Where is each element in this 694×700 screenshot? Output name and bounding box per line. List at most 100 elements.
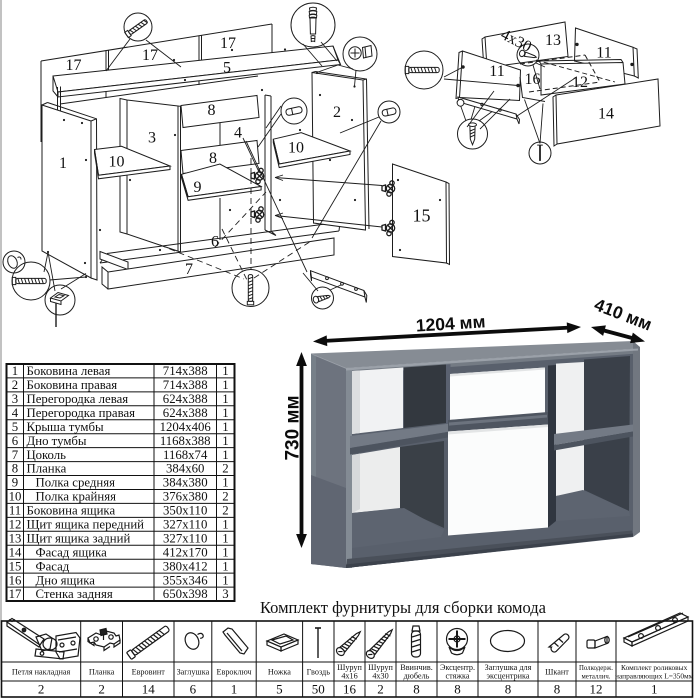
svg-text:Стенка задняя: Стенка задняя xyxy=(36,587,113,601)
svg-text:12: 12 xyxy=(572,74,588,91)
svg-text:Щит ящика передний: Щит ящика передний xyxy=(27,518,145,532)
svg-text:1: 1 xyxy=(222,364,228,378)
svg-text:1: 1 xyxy=(222,573,228,587)
svg-text:7: 7 xyxy=(185,261,193,278)
svg-text:384x60: 384x60 xyxy=(166,462,204,476)
svg-text:Цоколь: Цоколь xyxy=(27,448,67,462)
svg-text:3: 3 xyxy=(12,392,18,406)
svg-text:Комплект роликовых: Комплект роликовых xyxy=(621,663,688,672)
svg-text:1: 1 xyxy=(222,531,228,545)
svg-text:Крыша тумбы: Крыша тумбы xyxy=(27,420,105,434)
svg-text:8: 8 xyxy=(454,682,461,697)
svg-text:1: 1 xyxy=(222,392,228,406)
svg-text:1: 1 xyxy=(222,420,228,434)
svg-text:Эксцентр.: Эксцентр. xyxy=(440,663,475,672)
svg-text:1: 1 xyxy=(222,476,228,490)
svg-text:5: 5 xyxy=(276,682,283,697)
svg-text:2: 2 xyxy=(98,682,105,697)
svg-text:4х30: 4х30 xyxy=(372,672,388,681)
svg-text:1: 1 xyxy=(59,155,67,172)
svg-text:1204x406: 1204x406 xyxy=(160,420,212,434)
svg-text:Ввинчив.: Ввинчив. xyxy=(400,663,433,672)
svg-text:2: 2 xyxy=(12,378,18,392)
svg-text:1: 1 xyxy=(222,559,228,573)
svg-text:Полкодерж.: Полкодерж. xyxy=(579,665,613,672)
svg-text:Планка: Планка xyxy=(89,668,115,677)
svg-text:1: 1 xyxy=(651,682,658,697)
svg-text:7: 7 xyxy=(12,448,19,462)
svg-text:Полка крайняя: Полка крайняя xyxy=(36,490,117,504)
svg-text:2: 2 xyxy=(377,682,384,697)
svg-text:Заглушка: Заглушка xyxy=(177,668,210,677)
svg-text:3: 3 xyxy=(222,587,228,601)
svg-text:2: 2 xyxy=(222,462,228,476)
svg-text:Заглушка для: Заглушка для xyxy=(485,663,532,672)
svg-text:14: 14 xyxy=(598,106,614,123)
svg-text:384x380: 384x380 xyxy=(163,476,208,490)
svg-text:Перегородка левая: Перегородка левая xyxy=(27,392,129,406)
svg-text:17: 17 xyxy=(66,57,82,74)
svg-text:15: 15 xyxy=(413,206,431,226)
svg-text:2: 2 xyxy=(38,682,45,697)
svg-text:355x346: 355x346 xyxy=(163,573,208,587)
svg-text:1: 1 xyxy=(222,434,228,448)
svg-text:5: 5 xyxy=(223,60,231,77)
svg-text:металлич.: металлич. xyxy=(582,674,611,681)
svg-text:1: 1 xyxy=(222,518,228,532)
svg-text:17: 17 xyxy=(142,47,158,64)
svg-text:6: 6 xyxy=(12,434,19,448)
svg-text:Планка: Планка xyxy=(27,462,67,476)
svg-text:эксцентрика: эксцентрика xyxy=(487,672,530,681)
svg-text:12: 12 xyxy=(9,518,22,532)
svg-text:1168x388: 1168x388 xyxy=(160,434,211,448)
svg-text:10: 10 xyxy=(9,490,22,504)
svg-text:1: 1 xyxy=(222,448,228,462)
svg-text:Щит ящика задний: Щит ящика задний xyxy=(27,531,131,545)
svg-text:Боковина правая: Боковина правая xyxy=(27,378,118,392)
svg-text:10: 10 xyxy=(288,140,304,157)
svg-text:8: 8 xyxy=(12,462,18,476)
svg-text:9: 9 xyxy=(12,476,18,490)
svg-text:4х16: 4х16 xyxy=(341,672,357,681)
svg-text:1204 мм: 1204 мм xyxy=(415,311,486,335)
svg-text:1168x74: 1168x74 xyxy=(163,448,208,462)
svg-text:Комплект фурнитуры для сборки: Комплект фурнитуры для сборки комода xyxy=(260,598,547,617)
svg-text:стяжка: стяжка xyxy=(445,672,469,681)
svg-text:Перегородка правая: Перегородка правая xyxy=(27,406,136,420)
svg-text:дюбель: дюбель xyxy=(404,672,430,681)
svg-text:13: 13 xyxy=(545,32,561,49)
svg-text:1: 1 xyxy=(222,406,228,420)
svg-text:Боковина левая: Боковина левая xyxy=(27,364,111,378)
svg-text:Шуруп: Шуруп xyxy=(337,663,362,672)
svg-text:Евровинт: Евровинт xyxy=(132,668,166,677)
svg-text:16: 16 xyxy=(525,71,541,88)
svg-text:12: 12 xyxy=(590,682,603,697)
svg-text:11: 11 xyxy=(489,63,504,80)
svg-text:14: 14 xyxy=(9,545,22,559)
svg-text:2: 2 xyxy=(333,104,341,121)
svg-text:Евроключ: Евроключ xyxy=(216,668,251,677)
svg-text:8: 8 xyxy=(505,682,512,697)
svg-text:4: 4 xyxy=(12,406,19,420)
svg-text:1: 1 xyxy=(12,364,18,378)
svg-text:327x110: 327x110 xyxy=(163,531,207,545)
svg-text:Боковина ящика: Боковина ящика xyxy=(27,504,116,518)
svg-text:5: 5 xyxy=(12,420,18,434)
svg-text:11: 11 xyxy=(596,45,611,62)
svg-text:11: 11 xyxy=(9,504,21,518)
svg-text:16: 16 xyxy=(343,682,357,697)
svg-text:1: 1 xyxy=(231,682,238,697)
svg-text:1: 1 xyxy=(222,545,228,559)
svg-text:17: 17 xyxy=(9,587,22,601)
svg-text:8: 8 xyxy=(208,102,216,119)
svg-text:714x388: 714x388 xyxy=(163,378,208,392)
svg-text:714x388: 714x388 xyxy=(163,364,208,378)
svg-text:650x398: 650x398 xyxy=(163,587,208,601)
svg-text:Полка средняя: Полка средняя xyxy=(36,476,116,490)
svg-text:624x388: 624x388 xyxy=(163,392,208,406)
svg-text:6: 6 xyxy=(211,234,219,251)
svg-text:4: 4 xyxy=(234,125,242,142)
svg-text:3: 3 xyxy=(148,130,156,147)
svg-text:412x170: 412x170 xyxy=(163,545,208,559)
svg-text:2: 2 xyxy=(222,490,228,504)
